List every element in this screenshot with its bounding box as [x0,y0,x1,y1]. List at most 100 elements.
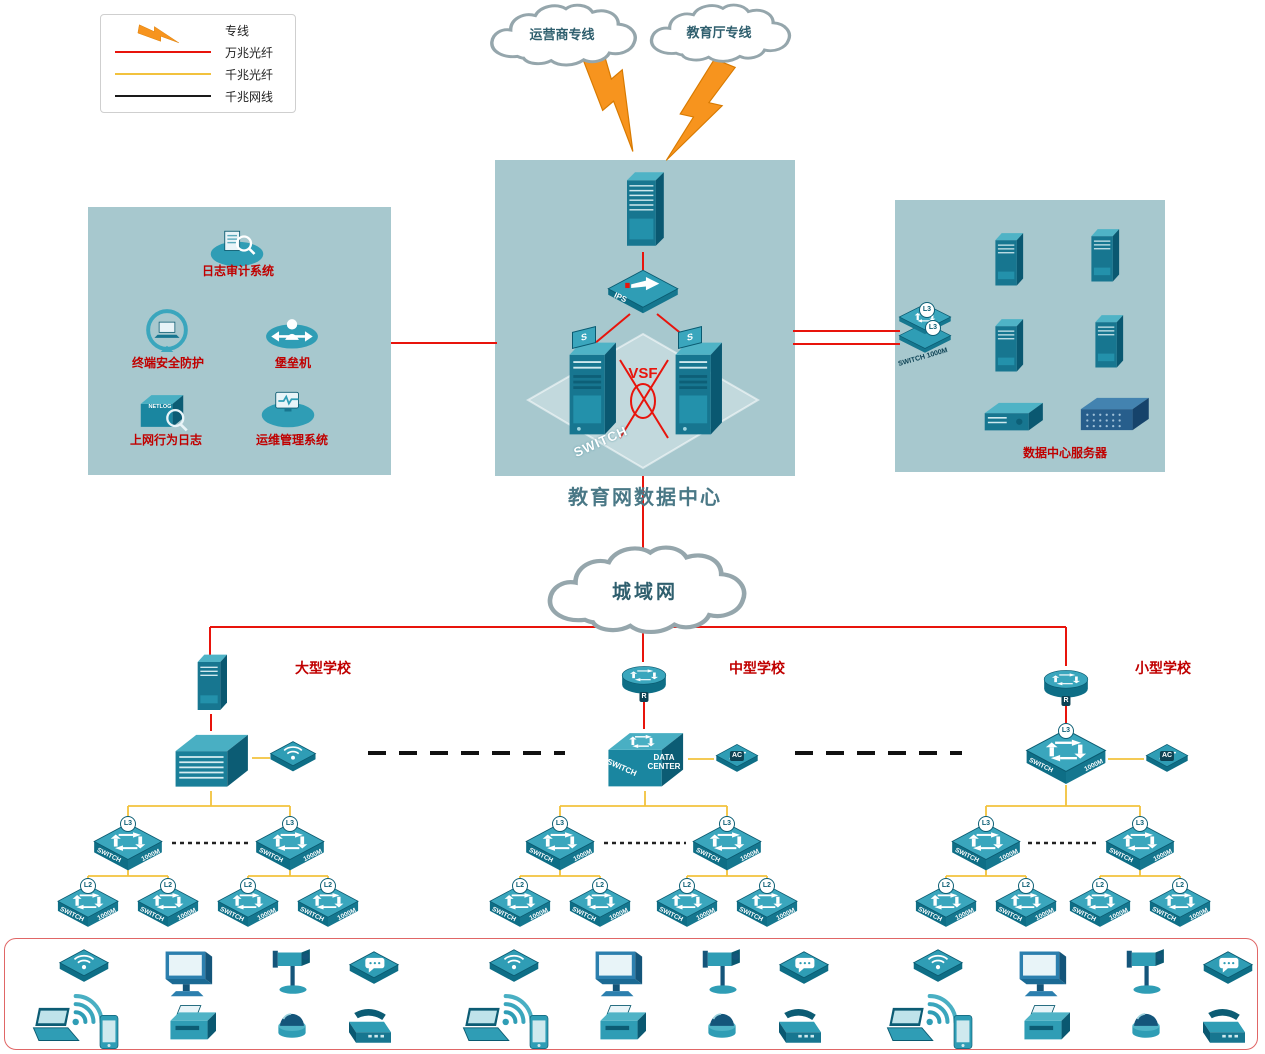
ptz-camera-icon [696,944,750,998]
laptop-icon [882,1006,940,1046]
ip-phone-icon [1196,1006,1252,1048]
netlog-label: 上网行为日志 [129,433,202,447]
l3-badge: L3 [282,816,298,832]
terminal-security-label: 终端安全防护 [131,356,204,370]
l3-badge: L3 [919,302,935,318]
school-name-small: 小型学校 [1135,660,1191,676]
l2-switch: L2 SWITCH 1000M [655,878,719,932]
l2-badge: L2 [1172,878,1188,894]
dc-stack-switch-icon: L3 L3 SWITCH 1000M [895,296,955,368]
legend-row: 专线 [107,19,289,45]
dome-camera-icon [270,1002,314,1048]
datacenter-title: 教育网数据中心 [568,487,722,509]
dome-camera-icon [700,1002,744,1048]
wireless-ap-icon [58,948,110,988]
l3-switch: L3 SWITCH 1000M [524,816,596,876]
core-datacenter-label: DATA CENTER [647,753,681,772]
l3-badge: L3 [1058,723,1074,739]
l2-switch: L2 SWITCH 1000M [216,878,280,932]
l3-badge: L3 [719,816,735,832]
l2-switch: L2 SWITCH 1000M [735,878,799,932]
large-school-ap-icon [268,740,318,777]
wireless-ap-icon [912,948,964,988]
printer-icon [1016,1002,1070,1048]
small-school-ac-icon: AC [1144,743,1190,777]
ptz-camera-icon [1120,944,1174,998]
l2-switch: L2 SWITCH 1000M [994,878,1058,932]
l2-switch: L2 SWITCH 1000M [914,878,978,932]
desktop-monitor-icon [590,948,646,998]
router-badge: R [639,692,649,702]
l2-switch: L2 SWITCH 1000M [56,878,120,932]
dc-server-tower-icon [1086,312,1130,370]
l2-badge: L2 [160,878,176,894]
legend-label: 专线 [225,23,250,38]
l3-badge: L3 [120,816,136,832]
im-chat-icon [348,950,400,990]
l2-switch: L2 SWITCH 1000M [488,878,552,932]
l2-switch: L2 SWITCH 1000M [568,878,632,932]
large-school-firewall-icon [191,650,231,714]
log-audit-label: 日志审计系统 [201,264,274,278]
l2-badge: L2 [938,878,954,894]
l2-badge: L2 [759,878,775,894]
legend: 专线 万兆光纤 千兆光纤 千兆网线 [100,14,296,113]
ac-badge: AC [729,750,745,761]
ops-management-label: 运维管理系统 [255,433,328,447]
printer-icon [162,1002,216,1048]
l3-badge: L3 [925,320,941,336]
dc-rack-server-icon [980,398,1046,436]
l2-badge: L2 [592,878,608,894]
1g-fiber-line-icon [115,73,211,75]
legend-row: 千兆光纤 [107,63,289,85]
laptop-icon [28,1006,86,1046]
l3-badge: L3 [552,816,568,832]
l2-switch: L2 SWITCH 1000M [1068,878,1132,932]
medium-school-ac-icon: AC [714,743,760,777]
core-server-a-icon [560,338,620,440]
dome-camera-icon [1124,1002,1168,1048]
terminal-group-1 [28,942,400,1050]
smartphone-icon [950,1014,976,1050]
1g-cable-line-icon [115,95,211,97]
large-school-core-icon [168,729,254,791]
printer-icon [592,1002,646,1048]
man-cloud-label: 城域网 [611,582,678,603]
l3-badge: L3 [1132,816,1148,832]
dc-server-tower-icon [986,316,1030,374]
bastion-host-icon [262,314,322,352]
ip-phone-icon [772,1006,828,1048]
man-cloud: 城域网 [538,543,752,639]
desktop-monitor-icon [1014,948,1070,998]
im-chat-icon [1202,950,1254,990]
vsf-label: VSF [628,365,658,382]
l3-switch: L3 SWITCH 1000M [950,816,1022,876]
legend-label: 千兆网线 [225,89,274,104]
medium-school-core-icon: SWITCH DATA CENTER [602,727,688,791]
laptop-icon [458,1006,516,1046]
netlog-device-text: NETLOG [148,404,172,410]
l2-switch: L2 SWITCH 1000M [136,878,200,932]
school-name-large: 大型学校 [295,660,351,676]
legend-label: 千兆光纤 [225,67,274,82]
legend-row: 千兆网线 [107,85,289,107]
l2-badge: L2 [240,878,256,894]
l2-badge: L2 [1018,878,1034,894]
l2-switch: L2 SWITCH 1000M [296,878,360,932]
ptz-camera-icon [266,944,320,998]
small-school-router-icon: R [1040,662,1092,706]
dedicated-line-icon [136,23,182,45]
legend-label: 万兆光纤 [225,45,274,60]
core-firewall-icon [619,164,667,254]
dc-server-tower-icon [986,230,1030,288]
terminal-devices-outline [4,938,1258,1050]
edu-cloud: 教育厅专线 [643,2,795,66]
dc-server-tower-icon [1082,226,1126,284]
10g-fiber-line-icon [115,51,211,53]
carrier-cloud-label: 运营商专线 [529,27,595,42]
l2-badge: L2 [80,878,96,894]
dc-rack-switch-icon [1076,392,1152,436]
terminal-group-3 [882,942,1254,1050]
smartphone-icon [526,1014,552,1050]
